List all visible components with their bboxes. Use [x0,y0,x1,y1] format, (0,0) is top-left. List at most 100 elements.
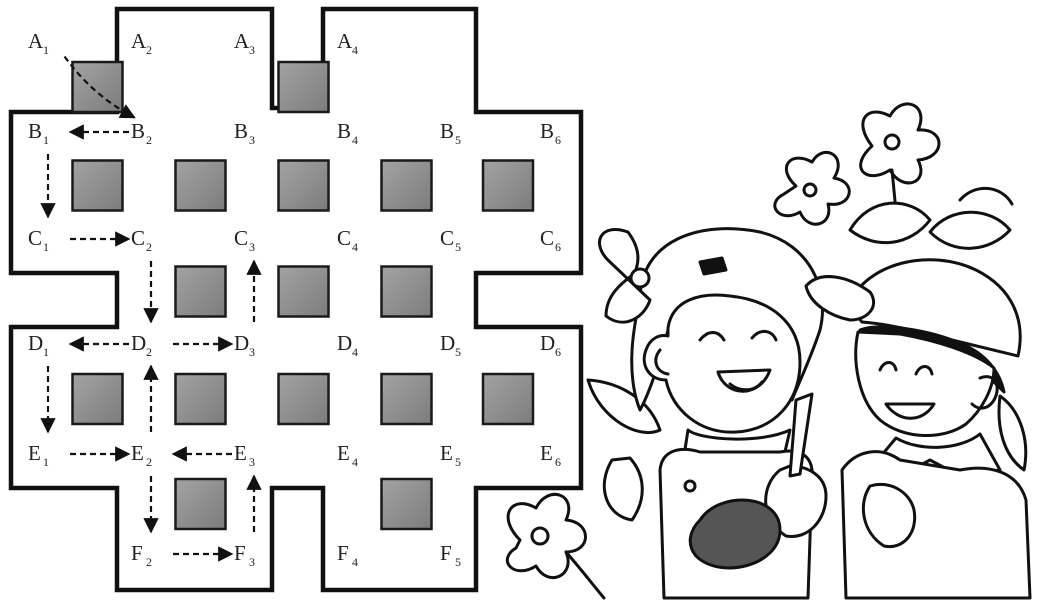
node-letter: E [440,441,453,465]
block-C2-C3 [176,267,226,317]
node-subscript: 3 [249,455,255,469]
node-letter: D [337,331,352,355]
node-letter: F [131,541,143,565]
node-letter: C [440,226,454,250]
node-subscript: 3 [249,555,255,569]
block-D5-D6 [483,374,533,424]
node-letter: B [234,119,248,143]
node-letter: E [131,441,144,465]
node-subscript: 2 [146,133,152,147]
node-letter: C [337,226,351,250]
node-letter: B [440,119,454,143]
node-label-B6: B6 [540,119,561,147]
node-letter: D [540,331,555,355]
node-subscript: 2 [146,43,152,57]
node-subscript: 4 [352,555,358,569]
block-D2-D3 [176,374,226,424]
node-letter: E [234,441,247,465]
node-label-A2: A2 [131,29,152,57]
hair-clip-icon [700,258,726,274]
flower-left-icon [775,152,849,224]
node-letter: E [28,441,41,465]
node-label-F4: F4 [337,541,358,569]
node-letter: F [440,541,452,565]
node-subscript: 6 [555,133,561,147]
node-letter: A [234,29,250,53]
node-letter: C [234,226,248,250]
node-subscript: 3 [249,133,255,147]
leaf-icon [850,203,930,243]
block-B3-B4 [279,161,329,211]
node-letter: C [540,226,554,250]
node-subscript: 4 [352,240,358,254]
node-letter: F [337,541,349,565]
node-letter: B [131,119,145,143]
leaf-icon [930,212,1010,248]
node-letter: A [28,29,44,53]
block-B1-B2 [73,161,123,211]
node-label-E6: E6 [540,441,561,469]
node-subscript: 5 [455,555,461,569]
node-subscript: 1 [43,455,49,469]
block-C4-C5 [382,267,432,317]
block-D1-D2 [73,374,123,424]
block-D4-D5 [382,374,432,424]
node-letter: B [540,119,554,143]
node-subscript: 4 [352,133,358,147]
node-subscript: 6 [555,345,561,359]
node-letter: D [234,331,249,355]
node-subscript: 5 [455,345,461,359]
node-subscript: 3 [249,345,255,359]
node-subscript: 1 [43,43,49,57]
node-letter: F [234,541,246,565]
boy-face [856,332,994,436]
block-B2-B3 [176,161,226,211]
block-B4-B5 [382,161,432,211]
node-subscript: 2 [146,240,152,254]
node-subscript: 5 [455,455,461,469]
leaf-icon [999,396,1026,470]
children-illustration [507,104,1030,598]
block-E2-E3 [176,479,226,529]
node-label-D5: D5 [440,331,461,359]
node-subscript: 4 [352,43,358,57]
block-E4-E5 [382,479,432,529]
node-letter: B [28,119,42,143]
node-subscript: 6 [555,240,561,254]
node-subscript: 2 [146,345,152,359]
node-letter: D [440,331,455,355]
node-letter: C [28,226,42,250]
node-subscript: 4 [352,455,358,469]
block-C3-C4 [279,267,329,317]
node-subscript: 1 [43,240,49,254]
node-letter: C [131,226,145,250]
block-A3-A4 [279,62,329,112]
node-subscript: 3 [249,43,255,57]
block-B5-B6 [483,161,533,211]
block-A1-A2 [73,62,123,112]
node-label-B5: B5 [440,119,461,147]
hair-bow-knot [631,269,649,287]
node-letter: E [540,441,553,465]
node-subscript: 6 [555,455,561,469]
